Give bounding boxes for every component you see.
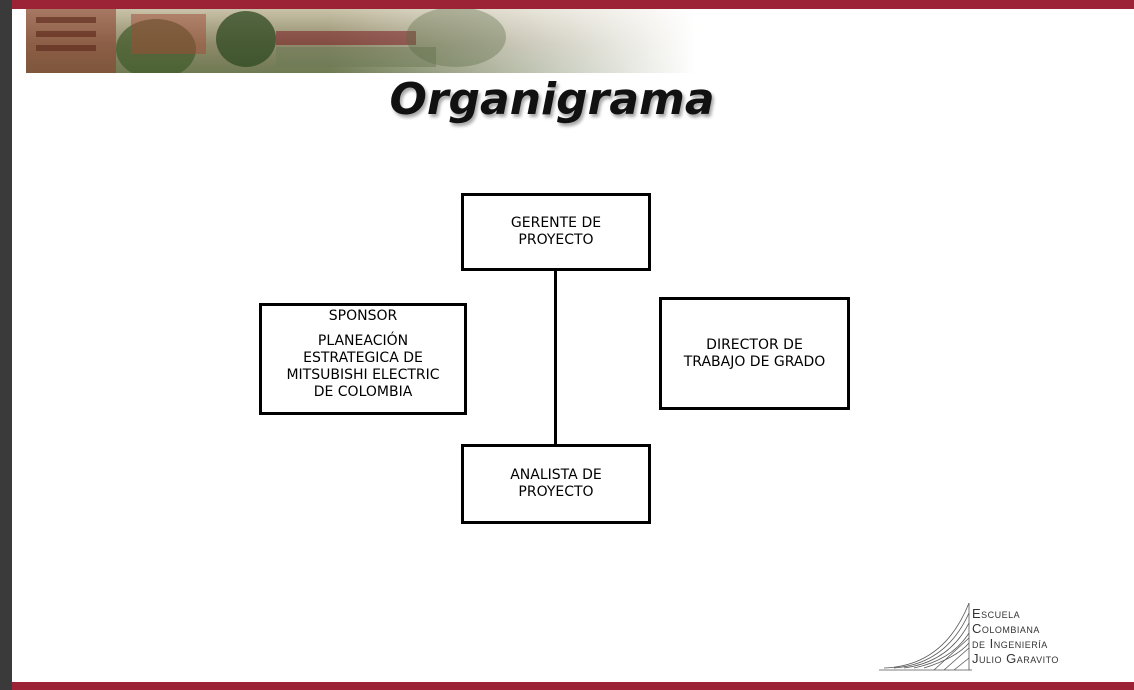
box-label: MITSUBISHI ELECTRIC <box>286 367 440 383</box>
escuela-logo-icon <box>879 602 972 671</box>
slide-title: Organigrama <box>389 74 715 125</box>
slide: Organigrama GERENTE DE PROYECTO SPONSOR … <box>12 0 1134 690</box>
box-label: DIRECTOR DE <box>706 336 803 353</box>
logo-line: Escuela <box>972 606 1021 621</box>
box-label: TRABAJO DE GRADO <box>683 353 826 370</box>
top-accent-bar <box>12 0 1134 9</box>
campus-photo-icon <box>26 9 506 73</box>
box-label: ANALISTA DE <box>510 467 602 483</box>
gerente-de-proyecto-box: GERENTE DE PROYECTO <box>461 193 651 271</box>
director-de-trabajo-box: DIRECTOR DE TRABAJO DE GRADO <box>659 297 850 410</box>
escuela-logo-text: Escuela Colombiana de Ingeniería Julio G… <box>972 606 1059 666</box>
box-label: PROYECTO <box>518 484 594 500</box>
sponsor-heading: SPONSOR <box>328 308 398 324</box>
logo-line: Julio Garavito <box>972 651 1059 666</box>
sponsor-box: SPONSOR PLANEACIÓN ESTRATEGICA DE MITSUB… <box>259 303 467 415</box>
connector-line <box>554 271 557 444</box>
bottom-accent-bar <box>12 682 1134 690</box>
analista-de-proyecto-box: ANALISTA DE PROYECTO <box>461 444 651 524</box>
logo-line: de Ingeniería <box>972 636 1048 651</box>
box-label: PROYECTO <box>518 232 594 248</box>
box-label: GERENTE DE <box>510 215 602 231</box>
logo-line: Colombiana <box>972 621 1040 636</box>
box-label: DE COLOMBIA <box>313 384 413 400</box>
box-label: PLANEACIÓN <box>317 333 409 349</box>
campus-photo-banner <box>26 9 696 73</box>
box-label: ESTRATEGICA DE <box>303 350 423 366</box>
